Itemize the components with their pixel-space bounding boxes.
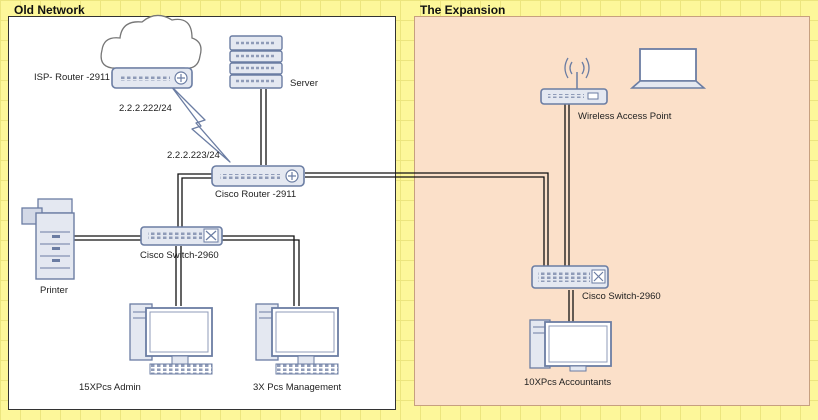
desktop-pc-icon[interactable]: [255, 303, 339, 375]
cisco-router-icon[interactable]: [211, 165, 305, 187]
wireless-ap-icon[interactable]: [540, 57, 608, 105]
isp-ip-label: 2.2.2.222/24: [119, 103, 172, 114]
server-label: Server: [290, 78, 318, 89]
switch-icon[interactable]: [140, 226, 223, 246]
network-links: [72, 89, 574, 322]
isp-router-icon[interactable]: [111, 67, 193, 89]
server-icon[interactable]: [229, 35, 283, 89]
link-router-expansion-switch: [305, 172, 549, 268]
switch-icon[interactable]: [531, 265, 609, 289]
desktop-pc-icon[interactable]: [529, 319, 612, 372]
switch-new-label: Cisco Switch-2960: [582, 291, 661, 302]
cloud-icon: [100, 14, 202, 69]
switch-old-label: Cisco Switch-2960: [140, 250, 219, 261]
old-network-title: Old Network: [14, 3, 85, 17]
pcs-management-label: 3X Pcs Management: [253, 382, 342, 393]
expansion-panel[interactable]: [414, 16, 810, 406]
core-ip-label: 2.2.2.223/24: [167, 150, 220, 161]
pcs-accountants-label: 10XPcs Accountants: [524, 377, 612, 388]
printer-icon[interactable]: [21, 198, 75, 280]
desktop-pc-icon[interactable]: [129, 303, 213, 375]
laptop-icon[interactable]: [629, 48, 707, 89]
expansion-title: The Expansion: [420, 3, 506, 17]
lightning-link-icon: [170, 85, 231, 163]
printer-label: Printer: [40, 285, 68, 296]
pcs-admin-label: 15XPcs Admin: [79, 382, 141, 393]
isp-router-label: ISP- Router -2911: [34, 72, 110, 83]
wap-label: Wireless Access Point: [578, 111, 672, 122]
cisco-router-label: Cisco Router -2911: [215, 189, 297, 200]
link-router-switch: [141, 173, 212, 233]
link-switch-management-pcs: [222, 235, 295, 306]
